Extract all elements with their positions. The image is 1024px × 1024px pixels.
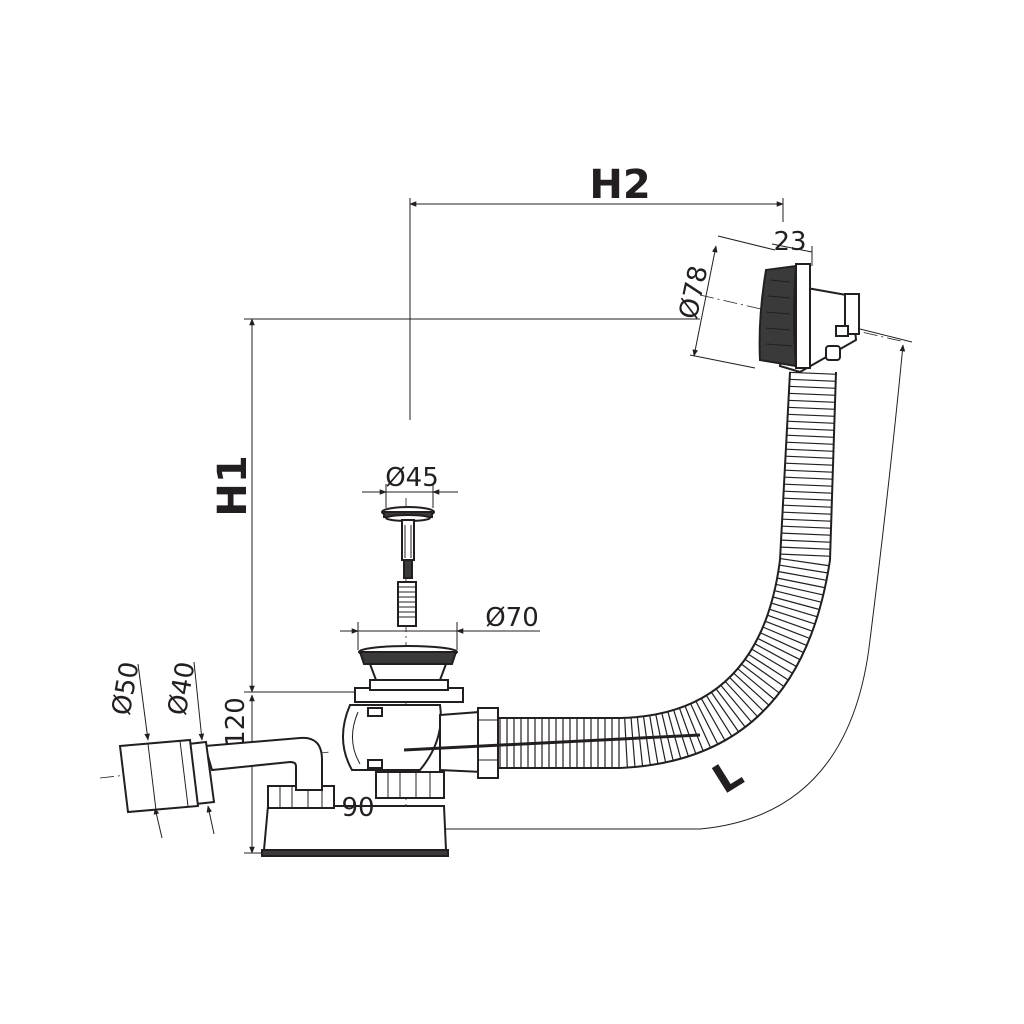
hose-rib bbox=[764, 620, 811, 640]
hose-rib bbox=[741, 663, 780, 694]
label-h2: H2 bbox=[589, 162, 650, 208]
hose-rib bbox=[784, 476, 833, 480]
hose-rib bbox=[695, 701, 719, 745]
h2-dimension bbox=[409, 198, 784, 420]
hose-rib bbox=[649, 715, 659, 764]
hose-connector bbox=[403, 707, 701, 779]
waste-outlet bbox=[261, 645, 464, 857]
hose-rib bbox=[788, 385, 837, 389]
hose-rib bbox=[655, 714, 667, 763]
hose-rib bbox=[776, 583, 824, 596]
label-d70: Ø70 bbox=[485, 603, 539, 633]
hose-rib bbox=[715, 688, 746, 728]
hose-rib bbox=[782, 511, 832, 515]
hose-rib bbox=[737, 668, 775, 700]
hose-rib bbox=[700, 698, 726, 741]
d50-dimension bbox=[137, 663, 163, 839]
hose-rib bbox=[673, 710, 689, 757]
hose-rib bbox=[779, 564, 828, 574]
label-d40: Ø40 bbox=[163, 660, 202, 718]
d70-dimension bbox=[340, 622, 540, 650]
hose-rib bbox=[787, 399, 836, 403]
overflow-head bbox=[758, 263, 860, 374]
drain-plug bbox=[381, 506, 435, 579]
hose-rib bbox=[769, 608, 816, 625]
l-dimension bbox=[445, 323, 913, 830]
label-d45: Ø45 bbox=[385, 463, 439, 493]
hose-rib bbox=[690, 703, 712, 749]
hose-rib bbox=[754, 643, 798, 668]
hose-rib bbox=[782, 518, 831, 522]
hose-rib bbox=[781, 539, 830, 543]
hose-rib bbox=[786, 434, 835, 438]
hose-rib bbox=[784, 469, 833, 473]
hose-rib bbox=[785, 448, 834, 452]
hose-rib bbox=[757, 637, 801, 661]
hose-rib bbox=[711, 692, 740, 733]
hose-rib bbox=[679, 708, 697, 754]
hose-rib bbox=[624, 718, 628, 767]
hose-rib bbox=[787, 413, 836, 417]
hose-rib bbox=[788, 371, 837, 375]
hose-rib bbox=[630, 718, 636, 767]
hose-rib bbox=[720, 685, 753, 723]
corrugated-hose bbox=[498, 371, 837, 769]
hose-rib bbox=[643, 716, 651, 765]
hose-rib bbox=[729, 676, 765, 712]
h1-dimension bbox=[244, 318, 700, 693]
label-d90: 90 bbox=[341, 793, 374, 823]
hose-rib bbox=[777, 577, 825, 589]
hose-rib bbox=[759, 632, 805, 654]
hose-rib bbox=[771, 602, 818, 618]
d78-dimension bbox=[689, 235, 776, 369]
hose-rib bbox=[788, 392, 837, 396]
hose-rib bbox=[684, 706, 704, 752]
hose-rib bbox=[772, 596, 820, 611]
label-d50: Ø50 bbox=[107, 660, 146, 718]
hose-rib bbox=[724, 681, 759, 718]
label-h1: H1 bbox=[210, 455, 256, 516]
hose-rib bbox=[785, 462, 834, 466]
d45-dimension bbox=[362, 484, 458, 508]
hose-rib bbox=[783, 504, 832, 508]
hose-rib bbox=[781, 553, 830, 557]
hose-rib bbox=[783, 490, 832, 494]
hose-rib bbox=[786, 427, 835, 431]
hose-rib bbox=[787, 406, 836, 410]
hose-rib bbox=[748, 653, 790, 681]
hose-rib bbox=[783, 497, 832, 501]
hose-rib bbox=[705, 695, 733, 737]
hose-rib bbox=[636, 717, 644, 766]
hose-rib bbox=[667, 712, 682, 759]
hose-rib bbox=[762, 626, 808, 647]
threaded-stem bbox=[397, 581, 417, 627]
dimension-lines bbox=[137, 198, 913, 854]
hose-ribs bbox=[499, 371, 837, 767]
hose-rib bbox=[782, 525, 831, 529]
outlet-pipe bbox=[118, 736, 323, 814]
d40-dimension bbox=[193, 661, 215, 835]
hose-rib bbox=[751, 648, 794, 675]
hose-rib bbox=[788, 378, 837, 382]
hose-rib bbox=[781, 546, 830, 550]
hose-rib bbox=[784, 483, 833, 487]
labels: H2 H1 L Ø78 23 Ø45 Ø70 Ø50 Ø40 120 90 bbox=[107, 162, 807, 823]
d23-dimension bbox=[771, 243, 813, 266]
label-d23: 23 bbox=[773, 227, 806, 257]
hose-rib bbox=[786, 420, 835, 424]
hose-rib bbox=[744, 658, 785, 688]
hose-rib bbox=[785, 455, 834, 459]
hose-rib bbox=[733, 672, 770, 706]
hose-rib bbox=[774, 590, 822, 603]
hose-rib bbox=[785, 441, 834, 445]
hose-rib bbox=[767, 614, 813, 632]
label-d78: Ø78 bbox=[674, 263, 714, 322]
label-d120: 120 bbox=[221, 697, 251, 747]
hose-rib bbox=[778, 571, 827, 581]
label-l: L bbox=[705, 751, 751, 804]
hose-rib bbox=[780, 558, 829, 567]
hose-rib bbox=[782, 532, 831, 536]
hose-rib bbox=[661, 713, 674, 761]
